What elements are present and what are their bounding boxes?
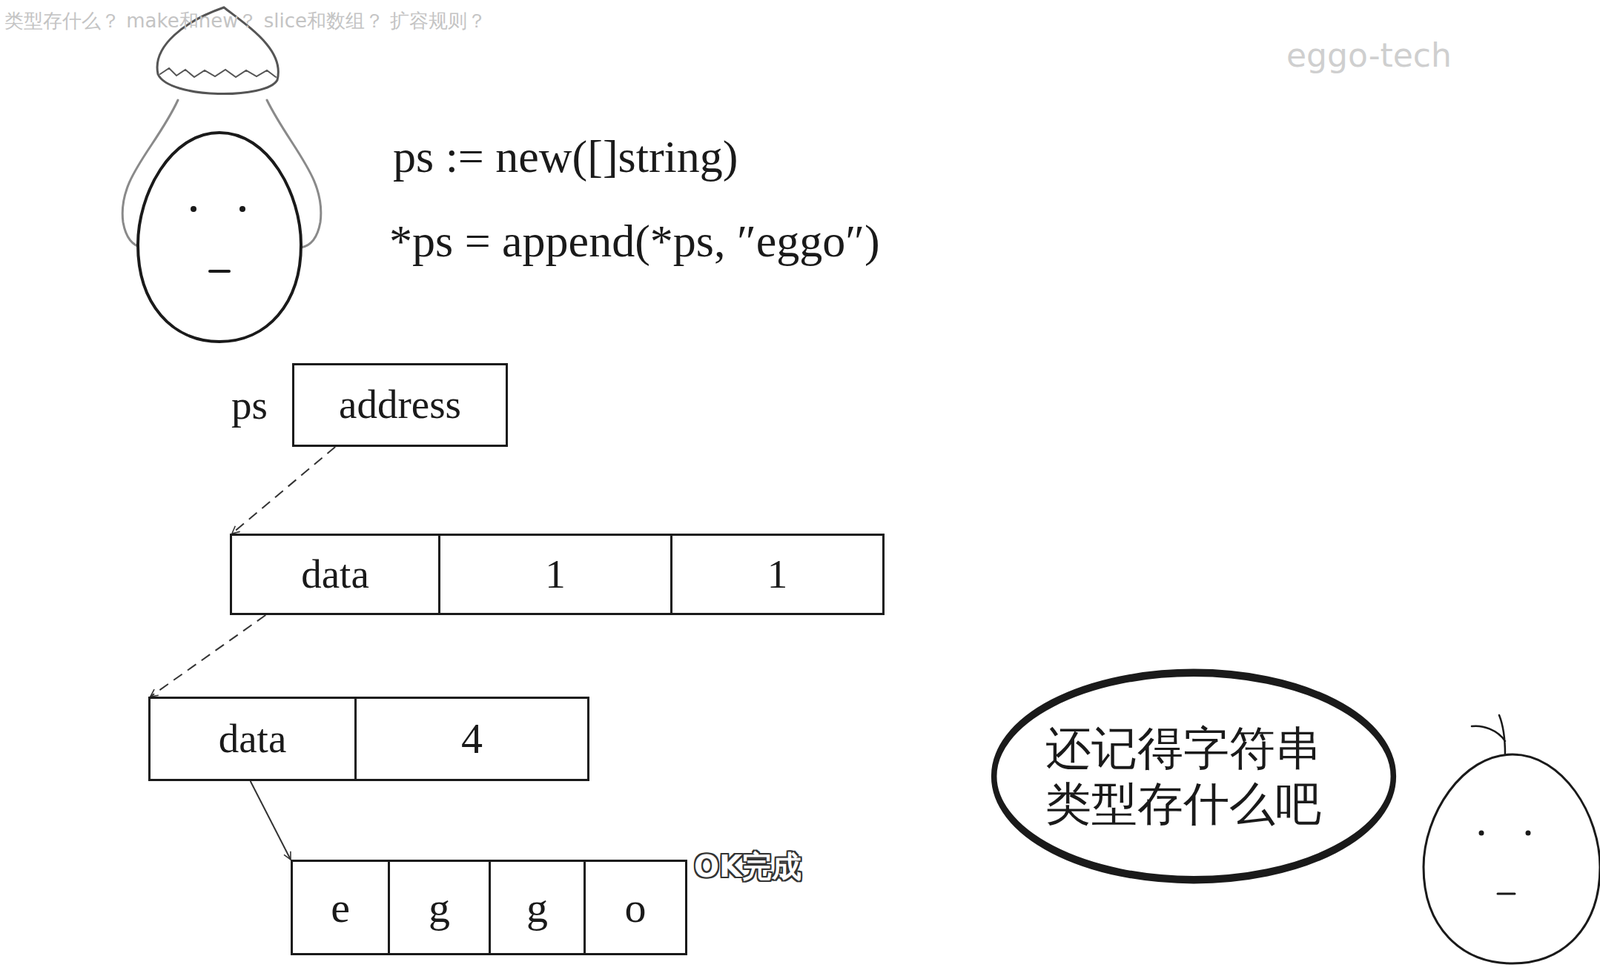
code-line: *ps = append(*ps, ″eggo″) [389,215,881,268]
string-header-cell: data [148,696,357,782]
cell-value: address [338,382,462,428]
right-egg-character [1423,715,1600,964]
speech-text: 还记得字符串 类型存什么吧 [1045,721,1342,832]
cell-value: 4 [461,715,483,763]
subtitle: OK完成 [693,849,802,884]
slice-header-cell: data [229,533,441,616]
video-title: 类型存什么？ make和new？ slice和数组？ 扩容规则？ [4,10,487,33]
watermark: eggo-tech [1286,37,1452,75]
eye [239,206,246,213]
cell-value: g [428,884,451,932]
egg-body [137,132,302,342]
left-egg-character [122,7,322,342]
byte-cell: e [290,860,390,956]
cell-value: 1 [544,552,566,598]
cell-value: data [301,552,370,598]
hat-fringe [160,68,276,78]
variable-name: ps [231,382,268,428]
sprout [1471,715,1506,755]
byte-cell: g [488,860,586,956]
byte-cell: o [583,860,688,956]
byte-cell: g [387,860,491,956]
cell-value: 1 [767,552,789,598]
slice-header-cell: 1 [670,533,885,616]
egg-body [1423,754,1600,964]
eye [1525,831,1532,837]
pointer-box: psaddress [292,363,508,448]
code-line: ps := new([]string) [392,130,738,184]
cell-value: o [625,884,647,932]
cell-value: e [330,884,350,932]
mouth [209,269,230,273]
string-header-cell: 4 [354,696,590,782]
cell-value: g [526,884,548,932]
eye [1479,831,1485,837]
mouth [1497,893,1515,896]
eye [190,206,197,213]
pointer-arrow [150,615,266,697]
pointer-arrow [250,781,291,861]
cell-value: data [218,716,287,763]
speech-bubble: 还记得字符串 类型存什么吧 [989,667,1398,887]
slice-header-cell: 1 [438,533,673,616]
pointer-arrow [232,447,336,534]
